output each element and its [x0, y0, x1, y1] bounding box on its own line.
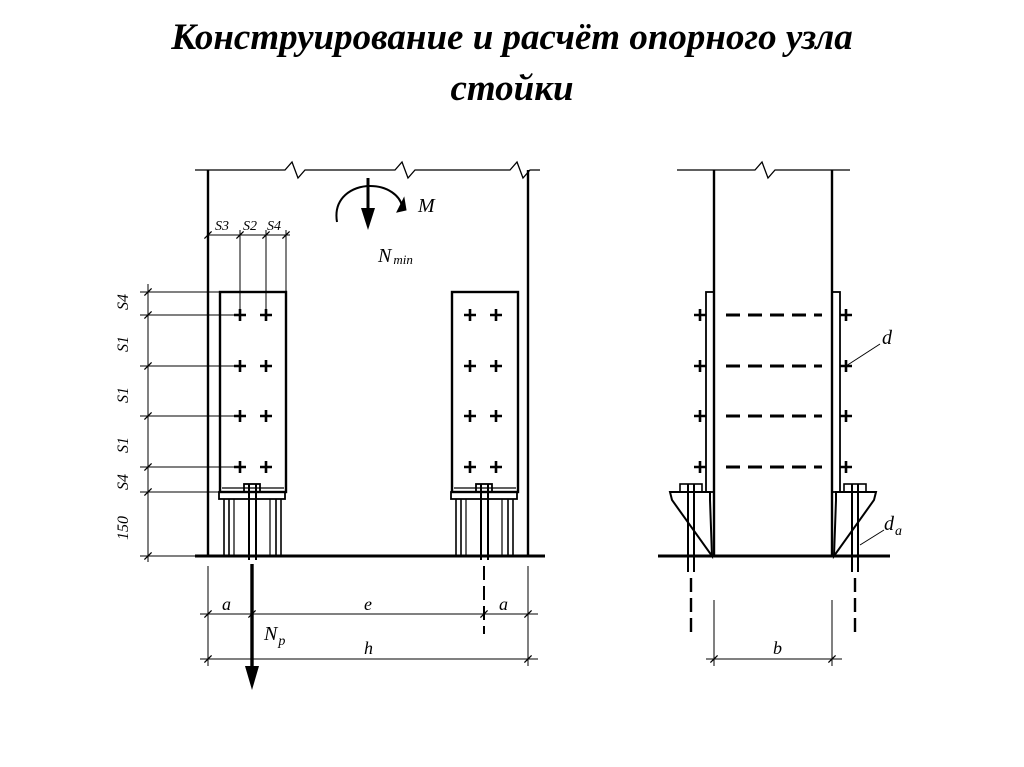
side-view-bolts [692, 307, 854, 475]
dim-s1-1: S1 [115, 336, 132, 352]
side-right-stiffener [832, 491, 878, 560]
dim-s1-2: S1 [115, 387, 132, 403]
side-break-line [677, 160, 850, 180]
moment-load [335, 178, 407, 230]
side-left-stiffener [668, 491, 714, 560]
np-arrow [245, 564, 259, 690]
d-label: d [882, 327, 893, 349]
dim-a-left: a [222, 594, 231, 614]
dim-s2: S2 [243, 219, 257, 234]
dim-e: e [364, 594, 372, 614]
dim-s4-upper: S4 [115, 294, 132, 310]
dim-b: b [773, 638, 782, 658]
right-plate [450, 290, 520, 494]
left-dimension-chain [140, 284, 242, 562]
dim-s1-3: S1 [115, 437, 132, 453]
side-view [658, 160, 890, 666]
d-leader [845, 343, 881, 367]
slide-title-line-2: стойки [450, 68, 574, 109]
left-plate [218, 290, 288, 494]
column-break-line [195, 160, 540, 180]
left-plate-bolts [232, 307, 274, 475]
dim-h: h [364, 638, 373, 658]
bottom-dimension-chain [200, 566, 538, 666]
slide-title-line-1: Конструирование и расчёт опорного узла [171, 17, 853, 58]
dim-s3: S3 [215, 219, 229, 234]
right-plate-bolts [462, 307, 504, 475]
dim-150: 150 [115, 516, 132, 540]
dim-s4-lower: S4 [115, 474, 132, 490]
da-leader [859, 529, 885, 546]
dim-s4-top: S4 [267, 219, 281, 234]
dim-a-right: a [499, 594, 508, 614]
moment-arc [335, 184, 403, 223]
top-dimension-chain [203, 230, 290, 315]
da-label: da [884, 513, 902, 539]
moment-label: M [417, 195, 436, 217]
np-label: Np [263, 623, 285, 649]
slide-title: Конструирование и расчёт опорного узла с… [0, 12, 1024, 114]
front-view [195, 160, 545, 634]
